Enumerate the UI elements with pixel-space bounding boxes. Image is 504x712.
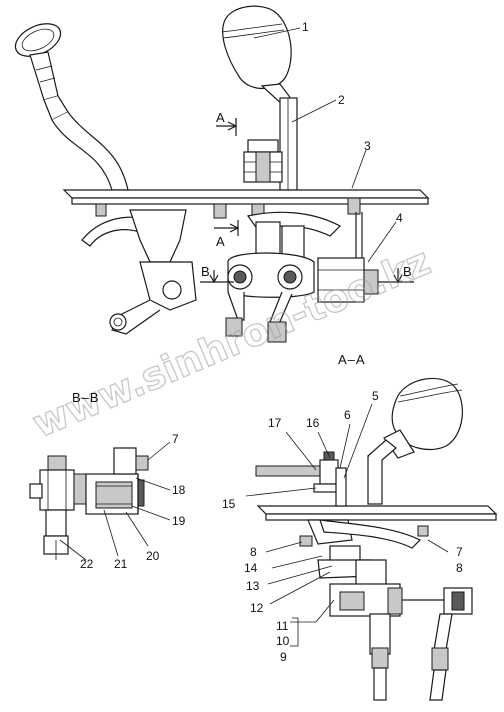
section-label-b-right: B <box>403 264 413 279</box>
callout-15: 15 <box>222 497 236 511</box>
callout-3: 3 <box>364 139 371 153</box>
callout-14: 14 <box>244 561 258 575</box>
left-lever <box>14 23 129 191</box>
view-aa-assembly <box>245 377 498 701</box>
sleeve-nut <box>243 139 283 183</box>
shift-lever-rod <box>279 97 298 191</box>
section-label-a-bottom: A <box>216 234 226 249</box>
callout-8: 8 <box>250 545 257 559</box>
selector-coupling <box>225 212 379 343</box>
mounting-plate <box>62 189 430 219</box>
callout-12: 12 <box>250 601 264 615</box>
callout-11: 11 <box>276 619 289 633</box>
callout-22: 22 <box>80 557 94 571</box>
callout-5: 5 <box>372 389 379 403</box>
callout-19: 19 <box>172 514 186 528</box>
callout-20: 20 <box>146 549 160 563</box>
aa-leaders <box>245 403 449 647</box>
callout-16: 16 <box>306 416 320 430</box>
bb-leaders <box>59 441 171 561</box>
section-label-a-top: A <box>216 110 226 125</box>
section-markers <box>200 118 414 284</box>
main-leaders <box>253 27 397 263</box>
shift-knob <box>221 5 293 107</box>
section-label-b-left: B <box>201 264 211 279</box>
callout-18: 18 <box>172 483 186 497</box>
callout-4: 4 <box>396 211 403 225</box>
callout-6: 6 <box>344 408 351 422</box>
view-bb-assembly <box>29 441 171 561</box>
callout-1: 1 <box>302 20 309 34</box>
callout-21: 21 <box>114 557 128 571</box>
view-title-bb: B–B <box>72 390 100 405</box>
view-title-aa: A–A <box>338 352 366 367</box>
callout-7b: 7 <box>456 545 463 559</box>
callout-13: 13 <box>246 579 260 593</box>
callout-9: 9 <box>280 650 287 664</box>
main-assembly <box>14 5 430 343</box>
callout-8b: 8 <box>456 561 463 575</box>
callout-2: 2 <box>338 93 345 107</box>
callout-7: 7 <box>172 432 179 446</box>
callout-17: 17 <box>268 416 282 430</box>
callout-10: 10 <box>276 634 290 648</box>
